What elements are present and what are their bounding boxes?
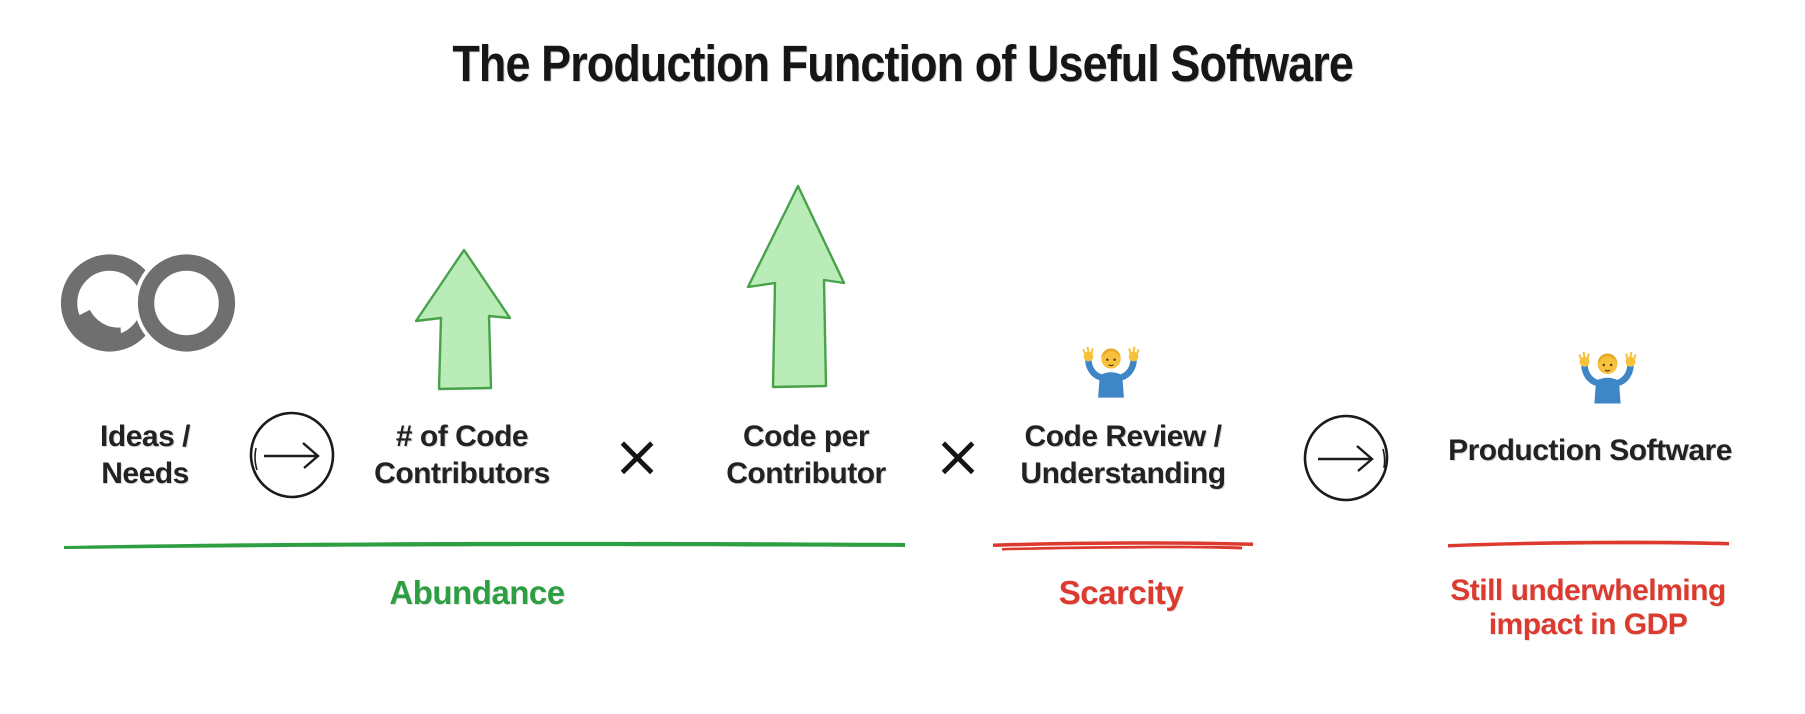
circled-right-arrow-icon — [1301, 413, 1391, 503]
man-shrugging-emoji — [1082, 342, 1140, 400]
circled-right-arrow-icon — [247, 410, 337, 500]
code-per-label-line2: Contributor — [726, 457, 886, 490]
contributors-label-line2: Contributors — [374, 457, 550, 490]
arrow-up-large-icon — [745, 183, 847, 390]
code-per-label-line1: Code per — [742, 420, 870, 453]
contributors-label-line1: # of Code — [395, 420, 529, 453]
gdp-underline — [1446, 537, 1731, 549]
gdp-impact-label: Still underwhelming impact in GDP — [1428, 574, 1748, 642]
arrow-up-small-icon — [413, 247, 513, 392]
node-code-contributors: # of Code Contributors — [352, 418, 572, 492]
multiply-operator: × — [612, 422, 662, 490]
page-title: The Production Function of Useful Softwa… — [0, 34, 1805, 93]
infinity-icon — [58, 252, 238, 354]
node-ideas-needs: Ideas / Needs — [45, 418, 245, 492]
man-shrugging-emoji — [1578, 347, 1637, 406]
page-title-text: The Production Function of Useful Softwa… — [452, 35, 1353, 92]
ideas-label-line1: Ideas / — [100, 420, 190, 453]
review-label-line2: Understanding — [1020, 457, 1226, 490]
review-label-line1: Code Review / — [1024, 420, 1222, 453]
node-code-review: Code Review / Understanding — [992, 418, 1254, 492]
multiply-operator: × — [933, 422, 983, 490]
production-label: Production Software — [1448, 434, 1732, 467]
gdp-label-line1: Still underwhelming — [1450, 574, 1726, 607]
scarcity-label: Scarcity — [1058, 574, 1184, 611]
ideas-label-line2: Needs — [101, 457, 189, 490]
abundance-label: Abundance — [389, 574, 565, 611]
node-production-software: Production Software — [1440, 432, 1740, 469]
node-code-per-contributor: Code per Contributor — [696, 418, 916, 492]
scarcity-underline — [990, 538, 1256, 552]
gdp-label-line2: impact in GDP — [1488, 608, 1688, 641]
abundance-underline — [62, 538, 907, 550]
